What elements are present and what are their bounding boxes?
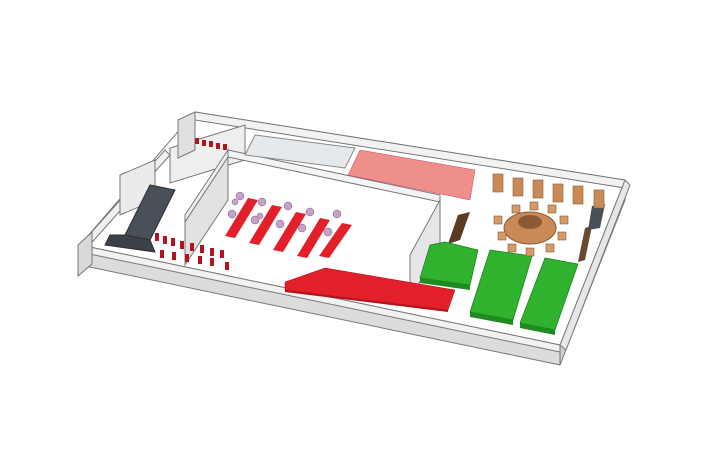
brown-panel (448, 204, 605, 262)
round-brown-table (493, 201, 569, 257)
green-tables (419, 241, 579, 335)
red-counter (284, 267, 456, 312)
light-gray-block (244, 134, 356, 169)
dark-gray-l-bench (104, 184, 176, 253)
inner-partition-walls (119, 111, 441, 301)
red-table-rows (225, 198, 352, 258)
red-small-chairs (155, 138, 229, 270)
pink-block (347, 149, 476, 201)
brown-chairs-row (492, 173, 605, 209)
lilac-chairs (227, 191, 342, 237)
